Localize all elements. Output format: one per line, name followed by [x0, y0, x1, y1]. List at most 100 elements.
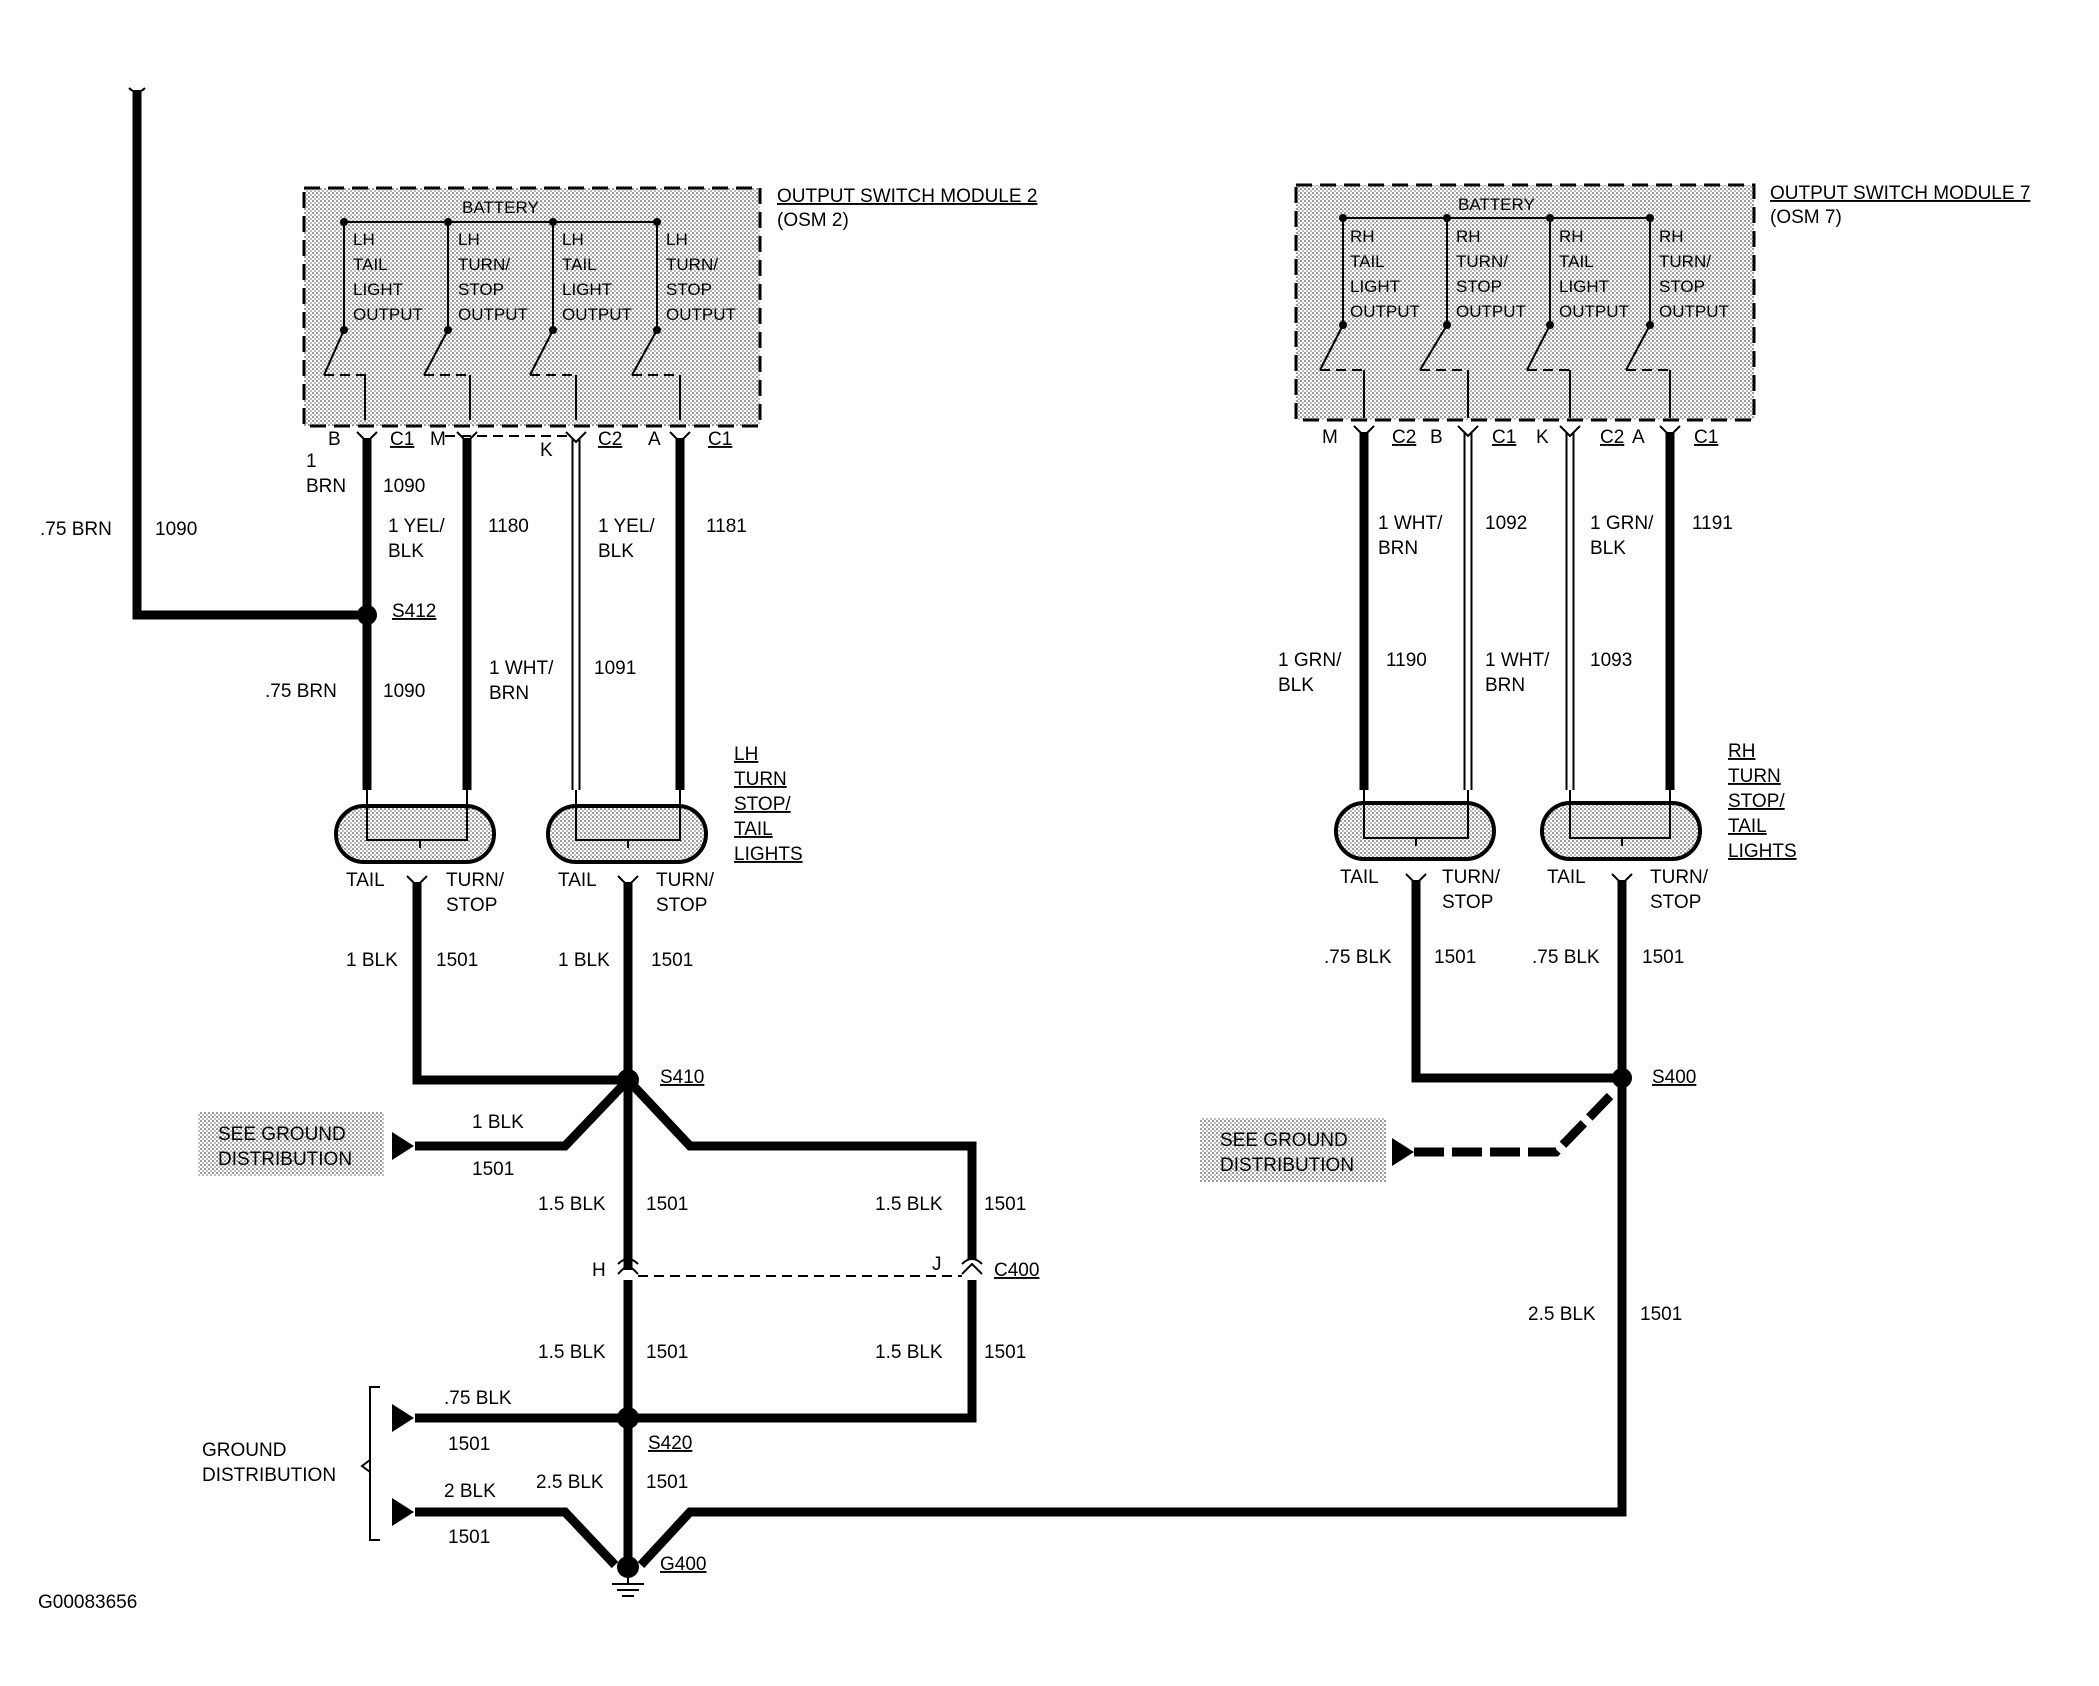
svg-text:M: M — [430, 429, 446, 450]
svg-text:1092: 1092 — [1485, 513, 1527, 534]
svg-text:TURN/: TURN/ — [1650, 867, 1709, 888]
svg-text:OUTPUT: OUTPUT — [1350, 302, 1420, 321]
svg-text:STOP: STOP — [1456, 277, 1502, 296]
svg-text:1501: 1501 — [448, 1527, 490, 1548]
svg-text:STOP: STOP — [446, 895, 497, 916]
svg-text:C400: C400 — [994, 1260, 1039, 1281]
svg-text:RH: RH — [1728, 741, 1755, 762]
svg-text:DISTRIBUTION: DISTRIBUTION — [1220, 1155, 1354, 1176]
right-ground-circuit: .75 BLK 1501 .75 BLK 1501 S400 SEE GROUN… — [1200, 873, 1696, 1325]
svg-text:.75 BLK: .75 BLK — [1532, 947, 1600, 968]
svg-text:SEE GROUND: SEE GROUND — [1220, 1130, 1348, 1151]
svg-text:1501: 1501 — [1642, 947, 1684, 968]
svg-text:TAIL: TAIL — [734, 819, 773, 840]
right-turn-lamp — [1540, 801, 1702, 861]
svg-text:2.5 BLK: 2.5 BLK — [1528, 1304, 1596, 1325]
svg-text:STOP: STOP — [666, 280, 712, 299]
right-tail-lamp — [1334, 801, 1496, 861]
svg-text:1501: 1501 — [651, 950, 693, 971]
svg-text:RH: RH — [1350, 227, 1375, 246]
svg-text:1 BLK: 1 BLK — [472, 1112, 524, 1133]
svg-text:1 BLK: 1 BLK — [346, 950, 398, 971]
svg-text:STOP/: STOP/ — [734, 794, 791, 815]
svg-text:RH: RH — [1456, 227, 1481, 246]
svg-text:TURN: TURN — [1728, 766, 1781, 787]
svg-text:B: B — [1430, 427, 1443, 448]
svg-text:J: J — [932, 1254, 942, 1275]
svg-text:RH: RH — [1559, 227, 1584, 246]
svg-text:.75 BRN: .75 BRN — [265, 681, 337, 702]
see-ground-distribution-right — [1200, 1118, 1386, 1182]
right-lamp-wires: 1 WHT/ BRN 1092 1 GRN/ BLK 1191 1 GRN/ B… — [1278, 425, 1733, 790]
svg-text:1501: 1501 — [1434, 947, 1476, 968]
svg-text:LH: LH — [458, 230, 480, 249]
svg-text:1501: 1501 — [984, 1194, 1026, 1215]
osm7-subtitle: (OSM 7) — [1770, 207, 1842, 228]
osm7-output-labels: RH TAIL LIGHT OUTPUT RH TURN/ STOP OUTPU… — [1350, 227, 1729, 321]
svg-text:TAIL: TAIL — [353, 255, 388, 274]
svg-text:G400: G400 — [660, 1554, 706, 1575]
svg-text:A: A — [1632, 427, 1645, 448]
s412-label: S412 — [392, 601, 436, 622]
rh-lamps-label: RH TURN STOP/ TAIL LIGHTS — [1728, 741, 1797, 862]
svg-text:1501: 1501 — [646, 1194, 688, 1215]
svg-text:TAIL: TAIL — [1559, 252, 1594, 271]
svg-text:TURN/: TURN/ — [458, 255, 510, 274]
right-lamps: TAIL TURN/ STOP TAIL TURN/ STOP RH TURN … — [1334, 741, 1797, 913]
svg-text:LH: LH — [562, 230, 584, 249]
svg-text:C2: C2 — [1392, 427, 1416, 448]
left-turn-lamp — [546, 804, 708, 864]
svg-text:LH: LH — [734, 744, 758, 765]
svg-text:BRN: BRN — [489, 683, 529, 704]
svg-text:C1: C1 — [708, 429, 732, 450]
feed-size-label: .75 BRN — [40, 519, 112, 540]
svg-text:DISTRIBUTION: DISTRIBUTION — [202, 1465, 336, 1486]
svg-text:1 WHT/: 1 WHT/ — [1378, 513, 1443, 534]
svg-text:C1: C1 — [390, 429, 414, 450]
svg-text:TURN/: TURN/ — [656, 870, 715, 891]
svg-text:1181: 1181 — [706, 516, 747, 537]
osm2-box — [302, 186, 762, 428]
svg-text:TAIL: TAIL — [346, 870, 385, 891]
svg-text:DISTRIBUTION: DISTRIBUTION — [218, 1149, 352, 1170]
osm2-title: OUTPUT SWITCH MODULE 2 — [777, 186, 1037, 207]
svg-text:2 BLK: 2 BLK — [444, 1481, 496, 1502]
svg-text:S410: S410 — [660, 1067, 704, 1088]
svg-text:LH: LH — [353, 230, 375, 249]
svg-text:1 GRN/: 1 GRN/ — [1590, 513, 1654, 534]
svg-text:1.5 BLK: 1.5 BLK — [538, 1342, 606, 1363]
lh-lamps-label: LH TURN STOP/ TAIL LIGHTS — [734, 744, 803, 865]
svg-text:1501: 1501 — [646, 1342, 688, 1363]
svg-text:K: K — [540, 440, 553, 461]
svg-text:1 WHT/: 1 WHT/ — [1485, 650, 1550, 671]
svg-text:LIGHT: LIGHT — [353, 280, 403, 299]
svg-text:OUTPUT: OUTPUT — [353, 305, 423, 324]
svg-text:BRN: BRN — [1485, 675, 1525, 696]
svg-text:TAIL: TAIL — [562, 255, 597, 274]
svg-text:OUTPUT: OUTPUT — [1659, 302, 1729, 321]
svg-text:S420: S420 — [648, 1433, 692, 1454]
left-lamp-wires: 1 BRN 1090 1 YEL/ BLK 1180 1 YEL/ BLK 11… — [265, 431, 747, 790]
figure-id: G00083656 — [38, 1592, 137, 1613]
osm7-title: OUTPUT SWITCH MODULE 7 — [1770, 183, 2030, 204]
svg-text:C2: C2 — [1600, 427, 1624, 448]
svg-text:1 WHT/: 1 WHT/ — [489, 658, 554, 679]
svg-text:1091: 1091 — [594, 658, 636, 679]
svg-text:1191: 1191 — [1692, 513, 1733, 534]
left-lamps: TAIL TURN/ STOP TAIL TURN/ STOP LH TURN … — [334, 744, 803, 916]
svg-text:1501: 1501 — [436, 950, 478, 971]
osm7-pin-labels: M C2 B C1 K C2 A C1 — [1322, 427, 1718, 448]
osm7-box — [1294, 183, 1756, 422]
svg-text:LIGHTS: LIGHTS — [1728, 841, 1797, 862]
svg-text:1 YEL/: 1 YEL/ — [598, 516, 655, 537]
osm2-battery-label: BATTERY — [462, 198, 539, 217]
splice-s400 — [1612, 1068, 1632, 1088]
svg-text:BLK: BLK — [1590, 538, 1626, 559]
left-ground-circuit: 1 BLK 1501 1 BLK 1501 S410 SEE GROUND DI… — [198, 875, 1627, 1597]
ground-g400 — [617, 1556, 639, 1578]
svg-text:1 YEL/: 1 YEL/ — [388, 516, 445, 537]
svg-text:1 BLK: 1 BLK — [558, 950, 610, 971]
svg-text:1501: 1501 — [646, 1472, 688, 1493]
svg-text:LH: LH — [666, 230, 688, 249]
